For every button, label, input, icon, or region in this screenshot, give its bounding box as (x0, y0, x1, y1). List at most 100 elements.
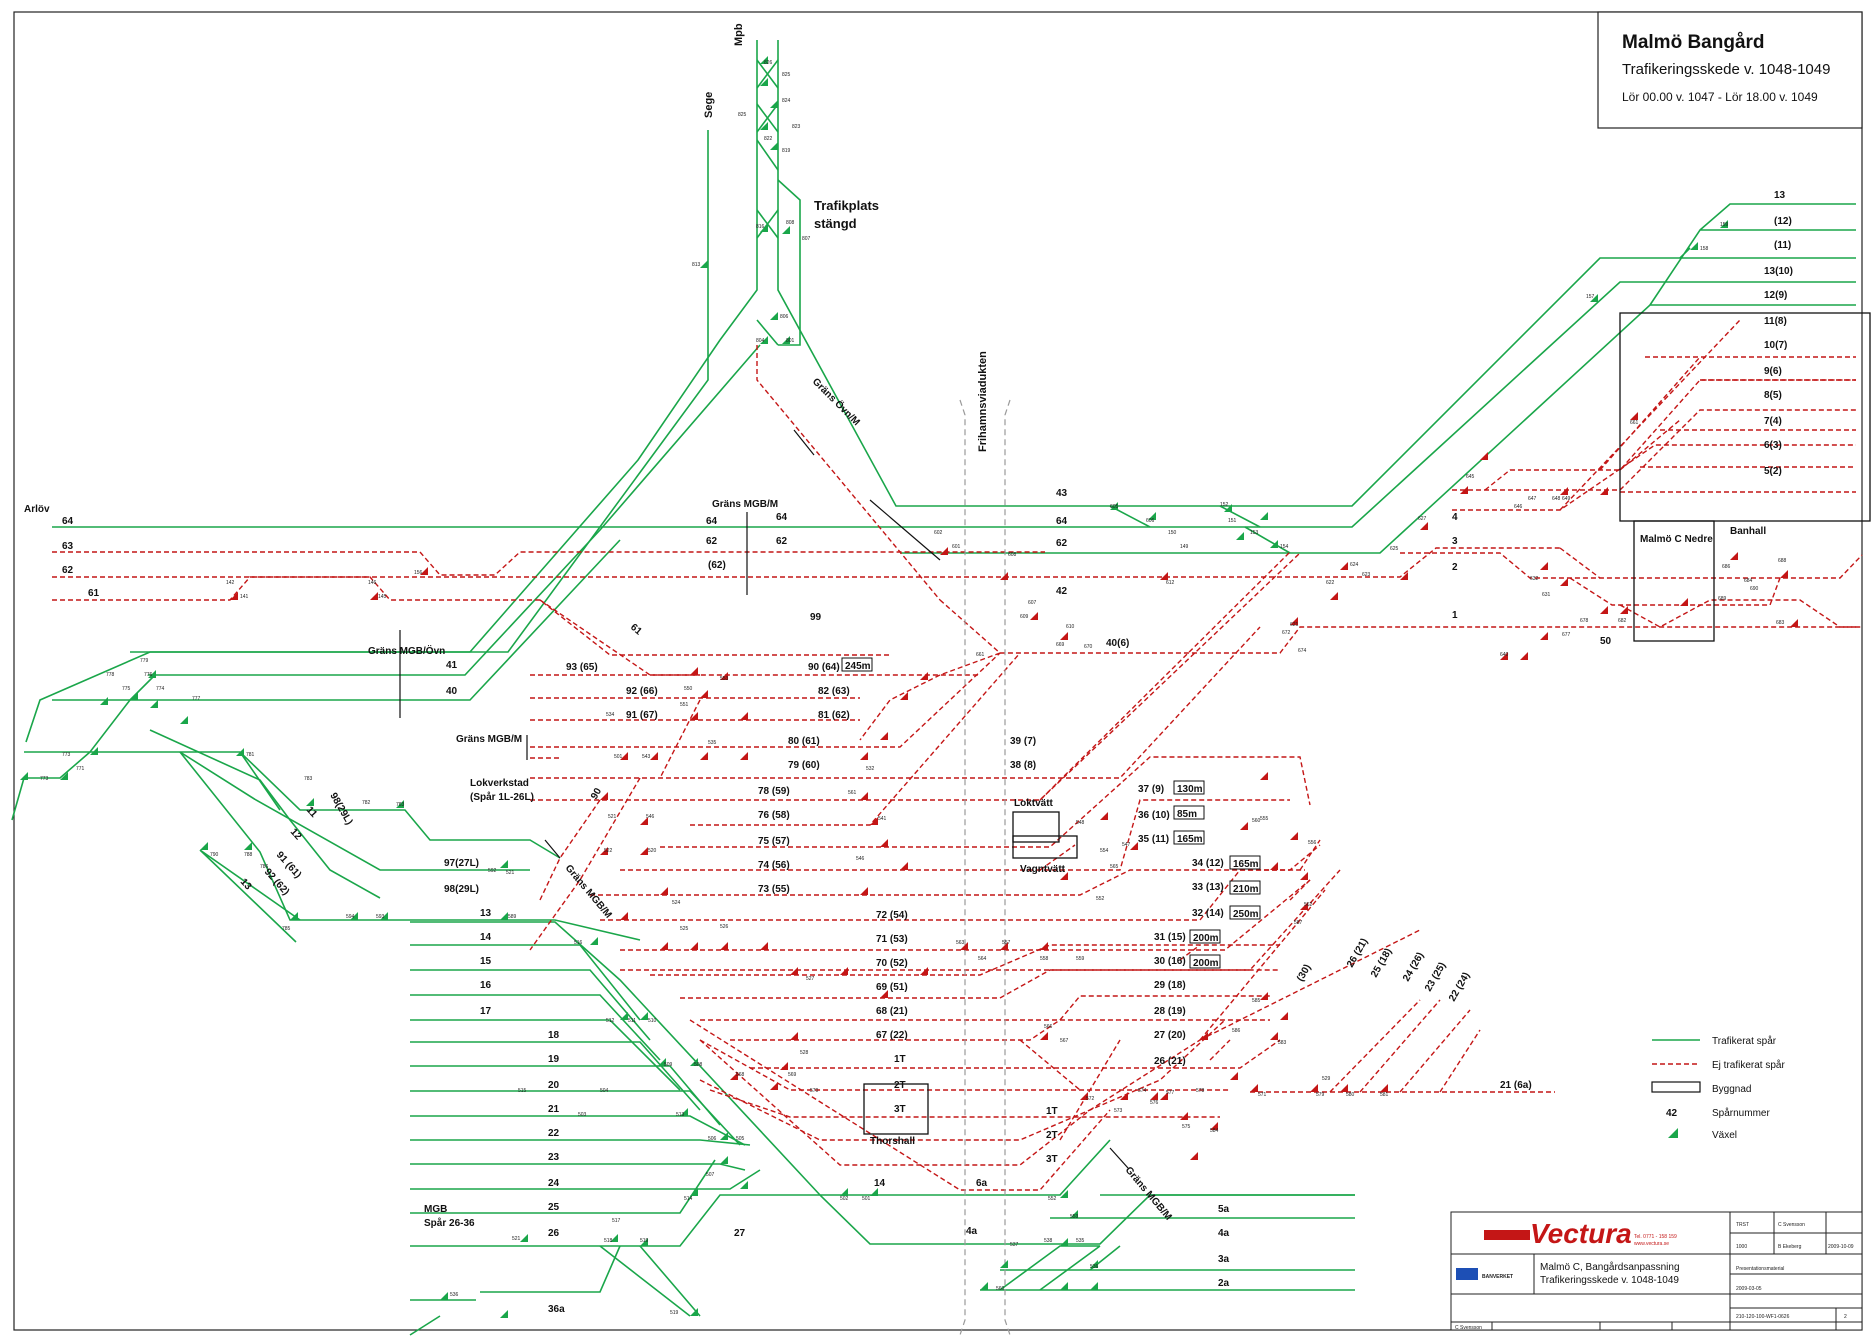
switch-number: 517 (612, 1218, 621, 1224)
switch-number: 535 (1076, 1238, 1085, 1244)
track-label: (30) (1295, 963, 1313, 984)
switch-number: 524 (672, 900, 681, 906)
switch-number: 807 (802, 236, 811, 242)
label-grans-ovn-m: Gräns Övn/M (810, 375, 863, 428)
switch-number: 819 (782, 148, 791, 154)
switch-number: 574 (1138, 1088, 1147, 1094)
switch-number: 826 (764, 60, 773, 66)
track-label: 31 (15) (1154, 932, 1186, 943)
track-label: 15 (480, 956, 492, 967)
track-label: 2a (1218, 1278, 1230, 1289)
track-label: 7(4) (1764, 416, 1782, 427)
switch-number: 538 (1044, 1238, 1053, 1244)
switch-number: 567 (1060, 1038, 1069, 1044)
legend-byggnad-label: Byggnad (1712, 1084, 1751, 1095)
switch-number: 602 (934, 530, 943, 536)
length-label: 210m (1233, 884, 1259, 895)
switch-number: 778 (106, 672, 115, 678)
switch-number: 156 (414, 570, 423, 576)
switch-number: 146 (368, 580, 377, 586)
switch-numbers: 826 825 824 825 823 822 819 816 808 807 … (40, 60, 1787, 1316)
track-label: 92 (66) (626, 686, 658, 697)
switch-number: 816 (756, 224, 765, 230)
legend: Trafikerat spår Ej trafikerat spår Byggn… (1651, 1035, 1785, 1141)
project-title-1: Malmö C, Bangårdsanpassning (1540, 1261, 1680, 1273)
switch-number: 563 (956, 940, 965, 946)
track-label: 64 (1056, 516, 1068, 527)
length-label: 250m (1233, 909, 1259, 920)
track-label: 37 (9) (1138, 784, 1164, 795)
switches (20, 56, 1798, 1318)
switch-number: 532 (866, 766, 875, 772)
switch-number: 158 (1700, 246, 1709, 252)
switch-number: 554 (1100, 848, 1109, 854)
switch-number: 612 (1166, 580, 1175, 586)
track-label: 33 (13) (1192, 882, 1224, 893)
banverket-label: BANVERKET (1482, 1274, 1513, 1280)
switch-number: 688 (1778, 558, 1787, 564)
switch-number: 141 (240, 594, 249, 600)
switch-number: 777 (192, 696, 201, 702)
legend-vaxel-label: Växel (1712, 1130, 1737, 1141)
switch-number: 541 (878, 816, 887, 822)
switch-number: 808 (786, 220, 795, 226)
track-label: 23 (25) (1423, 961, 1448, 994)
switch-number: 783 (396, 802, 405, 808)
switch-number: 509 (664, 1062, 673, 1068)
title-line-1: Malmö Bangård (1622, 32, 1765, 53)
malmo-c-nedre-building (1633, 520, 1715, 642)
track-label: 36 (10) (1138, 810, 1170, 821)
thorshall-building (863, 1083, 929, 1135)
switch-number: 607 (1028, 600, 1037, 606)
track-label: 36a (548, 1304, 565, 1315)
switch-number: 773 (40, 776, 49, 782)
switch-number: 674 (1298, 648, 1307, 654)
switch-number: 592 (488, 868, 497, 874)
switch-number: 647 (1528, 496, 1537, 502)
track-label: 13 (1774, 190, 1786, 201)
track-label: 1T (894, 1054, 906, 1065)
track-label: 3T (894, 1104, 906, 1115)
track-label: 62 (706, 536, 718, 547)
label-mpb: Mpb (733, 23, 745, 46)
switch-number: 507 (706, 1172, 715, 1178)
switch-number: 159 (1720, 222, 1729, 228)
track-label: 67 (22) (876, 1030, 908, 1041)
switch-number: 678 (1580, 618, 1589, 624)
switch-number: 570 (810, 1088, 819, 1094)
switch-number: 823 (792, 124, 801, 130)
switch-number: 522 (604, 848, 613, 854)
track-label: 14 (480, 932, 492, 943)
switch-number: 151 (1228, 518, 1237, 524)
switch-number: 526 (720, 924, 729, 930)
switch-number: 565 (1110, 864, 1119, 870)
meta-field: TRST (1736, 1222, 1749, 1228)
drawing-border (13, 11, 1863, 1331)
switch-number: 504 (600, 1088, 609, 1094)
track-label: 20 (548, 1080, 560, 1091)
switch-number: 154 (1280, 544, 1289, 550)
legend-ej-trafikerat-label: Ej trafikerat spår (1712, 1059, 1785, 1071)
track-label: 98(29L) (444, 884, 479, 895)
switch-number: 609 (1020, 614, 1029, 620)
track-label: 26 (548, 1228, 560, 1239)
switch-number: 593 (376, 914, 385, 920)
track-label: 91 (67) (626, 710, 658, 721)
switch-number: 594 (346, 914, 355, 920)
track-label: 4 (1452, 512, 1458, 523)
track-label: 13 (480, 908, 492, 919)
red-tracks (52, 319, 1863, 1191)
switch-number: 506 (708, 1136, 717, 1142)
track-label: 29 (18) (1154, 980, 1186, 991)
switch-number: 521 (512, 1236, 521, 1242)
switch-number: 624 (1350, 562, 1359, 568)
boundary-lines (399, 429, 1129, 1169)
track-label: 50 (1600, 636, 1612, 647)
switch-number: 149 (1180, 544, 1189, 550)
track-label: 18 (548, 1030, 560, 1041)
track-label: 16 (480, 980, 492, 991)
switch-number: 562 (1304, 902, 1313, 908)
switch-number: 535 (708, 740, 717, 746)
switch-number: 559 (1076, 956, 1085, 962)
switch-number: 145 (378, 594, 387, 600)
